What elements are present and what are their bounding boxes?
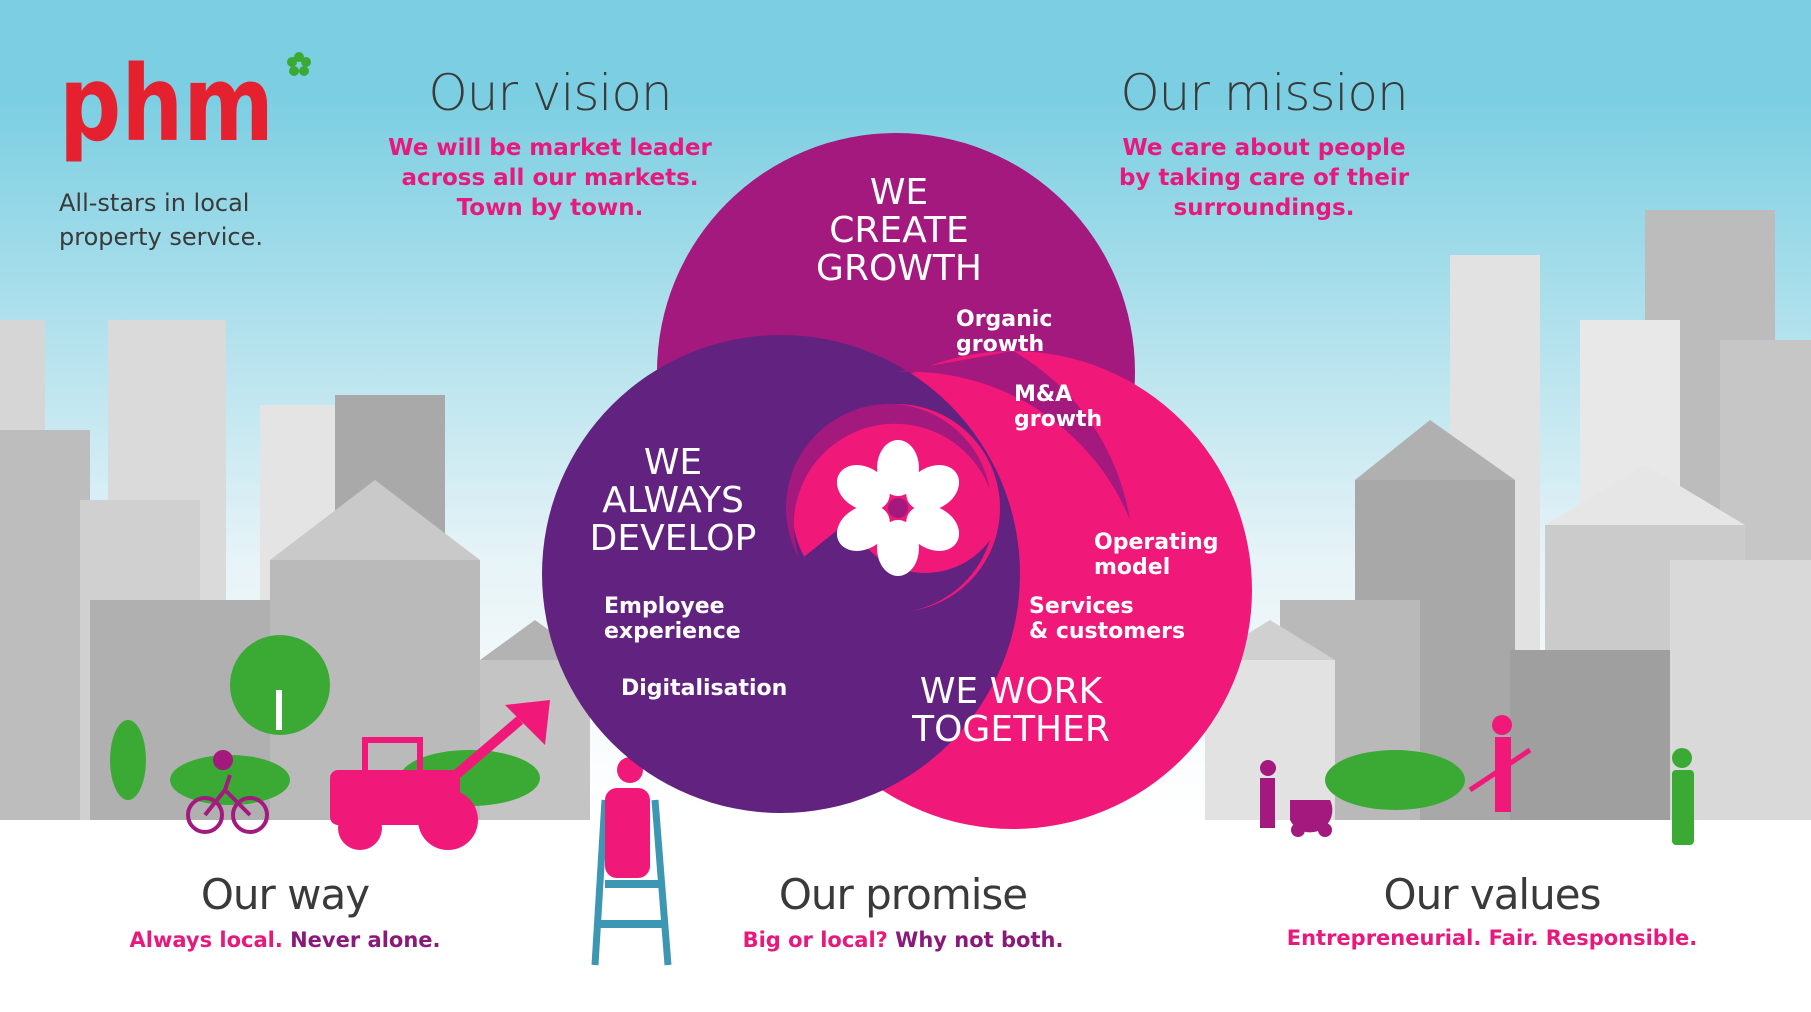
vision-line: Town by town. bbox=[456, 195, 644, 221]
stroller-person-icon bbox=[1260, 760, 1333, 837]
way-title: Our way bbox=[200, 870, 370, 919]
subtitle-part: Always local. bbox=[129, 928, 283, 952]
develop-title: WE ALWAYS DEVELOP bbox=[590, 444, 757, 558]
title-line: TOGETHER bbox=[912, 709, 1110, 750]
mission-line: surroundings. bbox=[1173, 195, 1355, 221]
gardener-icon bbox=[1468, 715, 1532, 812]
vision-line: We will be market leader bbox=[388, 135, 712, 161]
together-title: WE WORK TOGETHER bbox=[912, 673, 1110, 749]
services-customers-label: Services & customers bbox=[1029, 594, 1185, 644]
logo-wordmark: phm bbox=[59, 48, 274, 165]
label-line: Digitalisation bbox=[621, 676, 788, 701]
label-line: growth bbox=[1014, 407, 1103, 432]
title-line: DEVELOP bbox=[589, 518, 757, 559]
flower-icon bbox=[836, 440, 960, 576]
label-line: & customers bbox=[1029, 619, 1186, 644]
cyclist-icon bbox=[186, 750, 269, 834]
tagline-line: All-stars in local bbox=[59, 189, 250, 217]
subtitle-part: Why not both. bbox=[887, 928, 1064, 952]
ladder-person-icon bbox=[591, 744, 678, 966]
values-title: Our values bbox=[1383, 870, 1602, 919]
title-line: GROWTH bbox=[816, 248, 982, 289]
tagline-line: property service. bbox=[59, 223, 263, 251]
subtitle-part: Entrepreneurial. Fair. Responsible. bbox=[1286, 926, 1698, 950]
title-line: ALWAYS bbox=[602, 480, 744, 521]
growth-title: WE CREATE GROWTH bbox=[816, 174, 982, 288]
label-line: growth bbox=[956, 332, 1045, 357]
phm-logo: phm bbox=[59, 43, 329, 172]
tractor-icon bbox=[330, 700, 550, 850]
subtitle-part: Big or local? bbox=[742, 928, 888, 952]
label-line: Employee bbox=[604, 594, 725, 619]
promise-subtitle: Big or local? Why not both. bbox=[743, 928, 1064, 952]
title-line: WE WORK bbox=[919, 671, 1103, 712]
mission-title: Our mission bbox=[1120, 64, 1408, 122]
vision-title: Our vision bbox=[428, 64, 672, 122]
title-line: CREATE bbox=[829, 210, 969, 251]
label-line: Operating bbox=[1094, 530, 1219, 555]
subtitle-part: Never alone. bbox=[282, 928, 441, 952]
way-subtitle: Always local. Never alone. bbox=[130, 928, 441, 952]
person-green-icon bbox=[1672, 748, 1694, 845]
mission-text: We care about people by taking care of t… bbox=[1119, 133, 1409, 223]
vision-line: across all our markets. bbox=[401, 165, 699, 191]
title-line: WE bbox=[643, 442, 703, 483]
ground bbox=[0, 820, 1811, 1012]
tagline: All-stars in local property service. bbox=[59, 186, 263, 254]
employee-experience-label: Employee experience bbox=[604, 594, 741, 644]
operating-model-label: Operating model bbox=[1094, 530, 1219, 580]
vision-text: We will be market leader across all our … bbox=[388, 133, 712, 223]
ma-growth-label: M&A growth bbox=[1014, 382, 1102, 432]
promise-title: Our promise bbox=[778, 870, 1028, 919]
label-line: Services bbox=[1029, 594, 1134, 619]
digitalisation-label: Digitalisation bbox=[621, 676, 787, 701]
label-line: experience bbox=[604, 619, 741, 644]
values-subtitle: Entrepreneurial. Fair. Responsible. bbox=[1287, 926, 1698, 950]
title-line: WE bbox=[869, 172, 929, 213]
mission-line: We care about people bbox=[1122, 135, 1406, 161]
organic-growth-label: Organic growth bbox=[956, 307, 1052, 357]
label-line: M&A bbox=[1014, 382, 1073, 407]
label-line: model bbox=[1094, 555, 1171, 580]
label-line: Organic bbox=[956, 307, 1053, 332]
logo-asterisk-icon bbox=[287, 52, 311, 76]
mission-line: by taking care of their bbox=[1118, 165, 1410, 191]
